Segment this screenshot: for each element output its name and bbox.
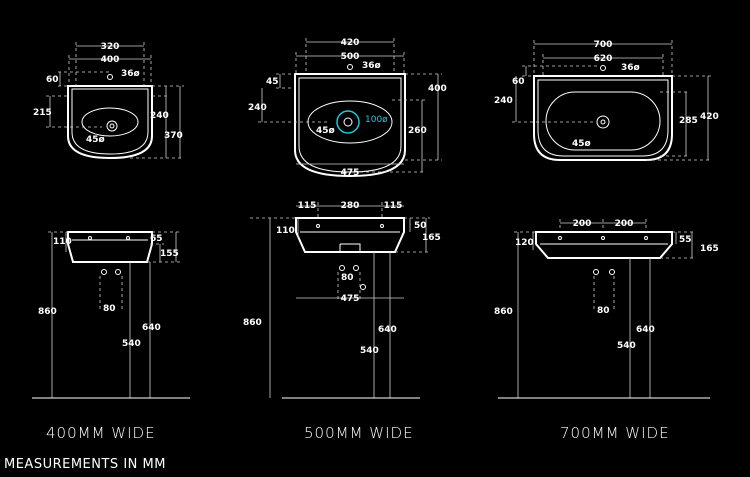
dim-700: 700	[594, 40, 613, 50]
dim-420: 420	[341, 38, 360, 48]
measurements-note: MEASUREMENTS IN MM	[4, 457, 166, 472]
basin-700-front-view: 200 200 120 55 165 860 80 640 540	[494, 219, 719, 399]
basin-400-top-view: 320 400 60 36ø 215 240 370 45ø	[33, 42, 184, 160]
dim-540: 540	[360, 346, 379, 356]
dim-860: 860	[494, 307, 513, 317]
dim-165: 165	[700, 244, 719, 254]
dim-240: 240	[150, 111, 169, 121]
tap-hole-36: 36ø	[621, 63, 640, 73]
dim-65: 65	[150, 234, 163, 244]
dim-400: 400	[428, 84, 447, 94]
dim-45: 45	[266, 77, 279, 87]
dim-200-left: 200	[573, 219, 592, 229]
dim-120: 120	[515, 238, 534, 248]
dim-110: 110	[53, 237, 72, 247]
dim-55: 55	[679, 235, 692, 245]
dim-165: 165	[422, 233, 441, 243]
dim-215: 215	[33, 108, 52, 118]
dim-540: 540	[617, 341, 636, 351]
tap-hole-36: 36ø	[362, 61, 381, 71]
dim-60: 60	[512, 77, 525, 87]
dim-400: 400	[101, 55, 120, 65]
dim-860: 860	[243, 318, 262, 328]
basin-400-front-view: 110 65 155 860 80 640 540	[32, 231, 190, 399]
dim-420: 420	[700, 112, 719, 122]
dim-370: 370	[164, 131, 183, 141]
dim-285: 285	[679, 116, 698, 126]
dim-640: 640	[378, 325, 397, 335]
caption-400mm-wide: 400MM WIDE	[46, 424, 156, 442]
dim-475: 475	[341, 294, 360, 304]
dim-60: 60	[46, 75, 59, 85]
dim-80: 80	[341, 273, 354, 283]
basin-500-front-view: 115 280 115 110 50 165 860 80 475 640 54…	[243, 201, 441, 399]
dim-475: 475	[341, 168, 360, 178]
dim-240: 240	[248, 103, 267, 113]
dim-640: 640	[142, 323, 161, 333]
caption-700mm-wide: 700MM WIDE	[560, 424, 670, 442]
dim-80: 80	[103, 304, 116, 314]
dim-320: 320	[101, 42, 120, 52]
basin-700-top-view: 700 620 60 36ø 240 285 420 45ø	[494, 40, 719, 161]
dim-860: 860	[38, 307, 57, 317]
waste-45: 45ø	[316, 126, 335, 136]
dim-280: 280	[341, 201, 360, 211]
dim-155: 155	[160, 249, 179, 259]
waste-45: 45ø	[572, 139, 591, 149]
dim-110: 110	[276, 226, 295, 236]
bowl-100: 100ø	[365, 115, 388, 125]
caption-500mm-wide: 500MM WIDE	[304, 424, 414, 442]
dim-50: 50	[414, 221, 427, 231]
dim-115-left: 115	[298, 201, 317, 211]
dim-640: 640	[636, 325, 655, 335]
waste-45: 45ø	[86, 135, 105, 145]
basin-500-top-view: 420 500 36ø 45 240 400 260 45ø 100ø 475	[248, 38, 447, 178]
dim-260: 260	[408, 126, 427, 136]
dim-200-right: 200	[615, 219, 634, 229]
tap-hole-36: 36ø	[121, 69, 140, 79]
dim-80: 80	[597, 306, 610, 316]
dim-620: 620	[594, 54, 613, 64]
dim-115-right: 115	[384, 201, 403, 211]
dim-540: 540	[122, 339, 141, 349]
dim-500: 500	[341, 52, 360, 62]
dim-240: 240	[494, 96, 513, 106]
